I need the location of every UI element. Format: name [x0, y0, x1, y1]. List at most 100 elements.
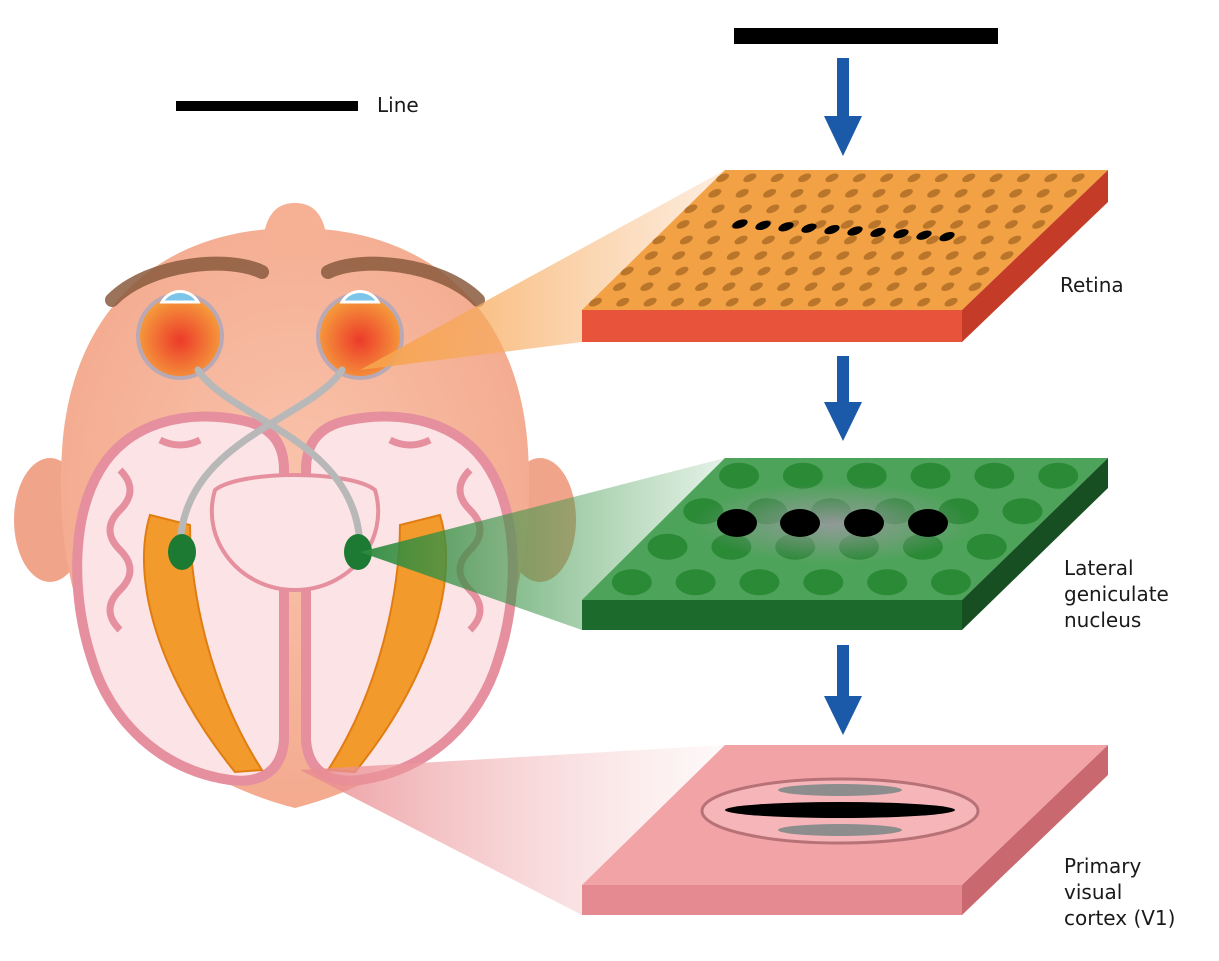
retina-active-receptor	[870, 227, 886, 238]
left-eye	[136, 290, 224, 380]
retina-receptor	[738, 204, 752, 214]
line-label: Line	[377, 93, 419, 117]
retina-receptor	[1016, 173, 1030, 183]
retina-receptor	[1009, 188, 1023, 198]
retina-receptor	[927, 188, 941, 198]
right-eye	[316, 290, 404, 380]
retina-receptor	[1039, 204, 1053, 214]
right-lgn	[344, 534, 372, 570]
retina-receptor	[944, 297, 958, 307]
retina-label: Retina	[1060, 273, 1124, 297]
v1-flank-top	[778, 784, 902, 796]
retina-active-receptor	[847, 226, 863, 236]
retina-receptor	[831, 282, 845, 292]
retina-receptor	[1036, 188, 1050, 198]
retina-receptor	[1071, 173, 1085, 183]
retina-active-receptor	[916, 230, 932, 240]
retina-receptor	[921, 266, 935, 276]
retina-receptor	[840, 220, 854, 229]
stimulus-line-left	[176, 101, 358, 111]
retina-receptor	[859, 282, 873, 292]
lgn-cell	[1038, 462, 1079, 489]
retina-receptor	[845, 188, 859, 198]
retina-receptor	[989, 173, 1003, 183]
retina-receptor	[868, 220, 882, 229]
retina-receptor	[793, 204, 807, 214]
retina-receptor	[703, 220, 717, 229]
lgn-front-face	[582, 600, 962, 630]
retina-receptor	[1063, 188, 1078, 198]
v1-slab	[582, 745, 1108, 915]
lgn-label-line-1: Lateral	[1064, 556, 1134, 580]
retina-receptor	[679, 235, 693, 245]
retina-receptor	[616, 297, 630, 307]
retina-active-receptor	[801, 223, 817, 233]
retina-receptor	[917, 297, 931, 307]
retina-receptor	[763, 188, 777, 198]
retina-receptor	[1044, 173, 1058, 183]
lgn-active-cell	[908, 509, 948, 537]
lgn-active-cell	[780, 509, 820, 537]
left-eyebrow	[105, 256, 269, 307]
retina-slab	[582, 170, 1108, 342]
lgn-cell	[974, 462, 1015, 489]
head-illustration	[14, 203, 576, 808]
lgn-cell	[739, 569, 780, 596]
retina-receptor	[640, 282, 654, 292]
retina-receptor	[922, 220, 936, 229]
retina-receptor	[672, 251, 686, 260]
retina-receptor	[918, 251, 932, 260]
lgn-cell	[803, 569, 844, 596]
retina-receptor	[816, 235, 830, 245]
retina-receptor	[790, 188, 804, 198]
lgn-label: Lateral geniculate nucleus	[1064, 555, 1169, 633]
retina-receptor	[913, 282, 927, 292]
retina-receptor	[726, 251, 740, 260]
retina-receptor	[898, 235, 912, 245]
retina-receptor	[962, 173, 976, 183]
left-optic-tract	[194, 366, 364, 554]
arrow-to-retina	[824, 58, 862, 156]
retina-receptor	[950, 220, 964, 229]
retina-active-receptor	[732, 219, 748, 229]
retina-receptor	[620, 266, 634, 276]
retina-receptor	[953, 235, 967, 245]
retina-receptor	[839, 266, 853, 276]
lgn-cell	[782, 462, 823, 489]
retina-receptor	[872, 188, 886, 198]
retina-receptor	[780, 297, 794, 307]
retina-receptor	[926, 235, 940, 245]
retina-receptor	[875, 204, 889, 214]
retina-active-receptor	[824, 224, 840, 235]
retina-receptor	[675, 266, 689, 276]
retina-projection-beam	[360, 170, 725, 370]
retina-receptor	[968, 282, 982, 292]
retina-receptor	[743, 173, 757, 183]
retina-receptor	[734, 235, 748, 245]
retina-receptor	[812, 266, 826, 276]
retina-receptor	[866, 266, 880, 276]
retina-receptor	[890, 251, 905, 260]
retina-receptor	[770, 173, 784, 183]
retina-receptor	[702, 266, 716, 276]
retina-receptor	[886, 282, 900, 292]
retina-receptor	[757, 266, 771, 276]
retina-receptor	[948, 266, 962, 276]
nose	[262, 203, 328, 258]
retina-receptor	[798, 173, 812, 183]
lgn-right-face	[962, 458, 1108, 630]
retina-receptor	[973, 251, 987, 260]
v1-simple-cell-bar	[725, 802, 955, 818]
retina-receptor	[907, 173, 921, 183]
v1-label-line-3: cortex (V1)	[1064, 906, 1176, 930]
retina-receptor	[667, 282, 681, 292]
lgn-cell	[966, 533, 1007, 560]
v1-front-face	[582, 885, 962, 915]
retina-receptor	[817, 188, 831, 198]
retina-receptor	[648, 266, 662, 276]
retina-receptor	[1004, 220, 1018, 229]
retina-receptor	[749, 282, 763, 292]
retina-receptor	[1012, 204, 1026, 214]
retina-receptor	[930, 204, 944, 214]
